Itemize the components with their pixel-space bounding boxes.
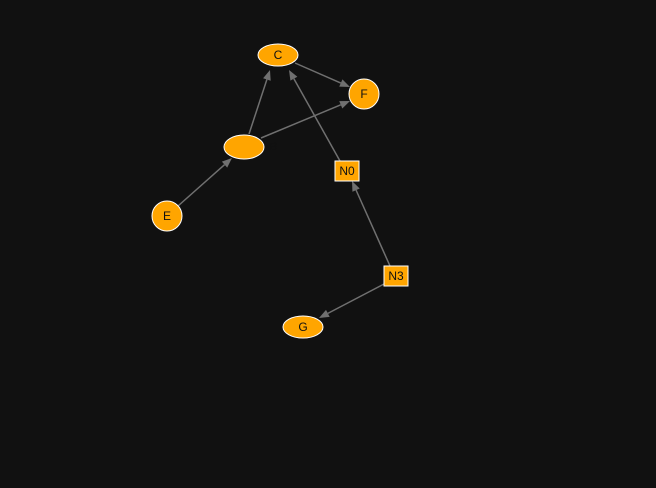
edge-e-to-b <box>177 158 232 207</box>
node-b[interactable]: B <box>223 134 277 160</box>
node-box-shape <box>383 265 409 287</box>
edge-n3-to-g <box>319 283 385 318</box>
edge-n0-to-c <box>289 70 341 162</box>
edge-line <box>248 79 268 135</box>
node-ellipse-shape <box>282 315 324 339</box>
node-label: C <box>274 48 283 62</box>
node-circle-shape <box>151 200 183 232</box>
arrowhead-icon <box>339 101 350 109</box>
arrowhead-icon <box>289 70 298 81</box>
arrowhead-icon <box>221 158 232 168</box>
edge-line <box>327 283 385 315</box>
edge-line <box>355 189 391 267</box>
node-label: B <box>270 141 277 153</box>
node-c[interactable]: C <box>257 43 299 67</box>
edge-c-to-f <box>294 62 350 87</box>
node-box-shape <box>334 160 360 182</box>
node-label: F <box>360 87 367 101</box>
node-n3[interactable]: N3 <box>383 265 409 287</box>
edge-line <box>260 104 342 139</box>
node-n0[interactable]: N0 <box>334 160 360 182</box>
arrowhead-icon <box>263 70 271 81</box>
node-label: E <box>163 209 171 223</box>
node-circle-shape <box>348 78 380 110</box>
node-label: N0 <box>339 164 355 178</box>
edge-n3-to-n0 <box>352 181 391 267</box>
edge-line <box>294 62 342 84</box>
node-label: N3 <box>388 269 404 283</box>
edge-layer <box>177 62 391 318</box>
node-g[interactable]: G <box>282 315 324 339</box>
edge-line <box>293 78 341 162</box>
node-ellipse-shape <box>257 43 299 67</box>
arrowhead-icon <box>339 79 350 87</box>
node-ellipse-shape <box>223 134 265 160</box>
node-e[interactable]: E <box>151 200 183 232</box>
arrowhead-icon <box>319 309 330 318</box>
edge-b-to-c <box>248 70 271 135</box>
node-layer: C F B N0E N3G <box>151 43 409 339</box>
edge-line <box>177 164 226 207</box>
arrowhead-icon <box>352 181 360 192</box>
node-f[interactable]: F <box>348 78 380 110</box>
edge-b-to-f <box>260 101 350 139</box>
node-label: G <box>298 320 307 334</box>
